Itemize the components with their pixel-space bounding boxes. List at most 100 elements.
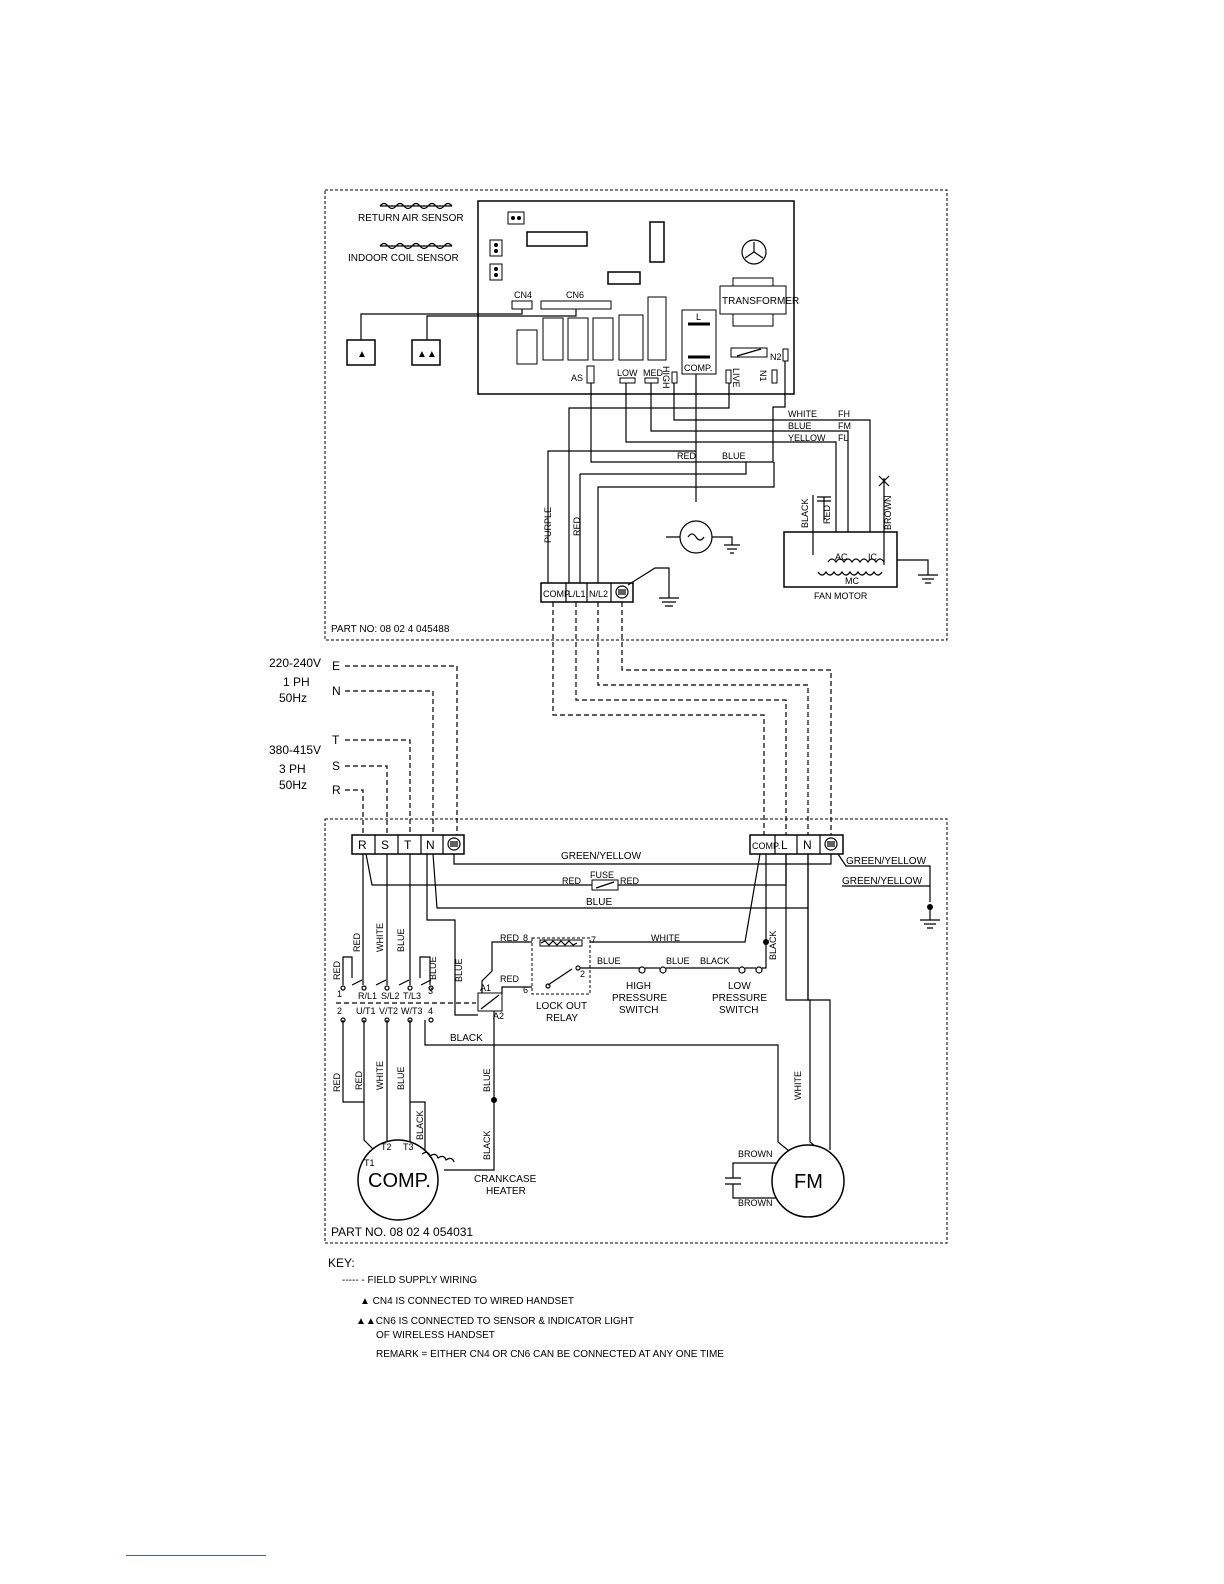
- lockout-2: 2: [580, 969, 585, 979]
- compressor-relay: [681, 309, 717, 375]
- indoor-part-no: PART NO: 08 02 4 045488: [331, 624, 450, 635]
- terminal-comp: COMP.: [752, 841, 780, 851]
- contactor-red-label-1: RED: [352, 932, 362, 952]
- cn4-connector: [511, 300, 533, 310]
- key-title: KEY:: [328, 1256, 355, 1270]
- indoor-red-vertical-label: RED: [572, 516, 582, 536]
- supply-s-label: S: [332, 759, 340, 773]
- green-yellow-label-3: GREEN/YELLOW: [842, 876, 923, 887]
- microcontroller-chip: [526, 231, 588, 247]
- terminal-r: R: [358, 838, 367, 852]
- indoor-red-label: RED: [677, 451, 697, 461]
- three-phase-label: 3 PH: [279, 762, 306, 776]
- coil-a1: A1: [480, 983, 491, 993]
- terminal-l: L: [781, 838, 788, 852]
- key-cn6: ▲▲CN6 IS CONNECTED TO SENSOR & INDICATOR…: [356, 1316, 634, 1327]
- legend-key: KEY: ----- - FIELD SUPPLY WIRING ▲ CN4 I…: [328, 1256, 724, 1360]
- sensor-connector-2: [489, 239, 503, 257]
- contact-r-l1: R/L1: [358, 991, 377, 1001]
- coil-blue-label: BLUE: [454, 958, 464, 982]
- contact4-black-label: BLACK: [450, 1033, 483, 1044]
- transformer-box: [719, 285, 787, 315]
- cn4-label: CN4: [514, 290, 532, 300]
- wire-white-label: WHITE: [788, 409, 817, 419]
- outdoor-fan-motor: [771, 1144, 845, 1218]
- compressor-t2: T2: [381, 1142, 392, 1152]
- contact-w-t3: W/T3: [401, 1006, 423, 1016]
- interconnect-earth: [621, 602, 832, 837]
- coil-a2: A2: [493, 1011, 504, 1021]
- fuse-label: FUSE: [590, 870, 614, 880]
- crankcase-label-1: CRANKCASE: [474, 1174, 537, 1185]
- contact-3: 3: [428, 986, 433, 996]
- lockout-relay-box: [531, 937, 591, 995]
- terminal-n: N: [426, 838, 435, 852]
- green-yellow-label-1: GREEN/YELLOW: [561, 851, 642, 862]
- compressor: [357, 1139, 439, 1221]
- lockout-6: 6: [523, 985, 528, 995]
- live-terminal: [725, 369, 732, 384]
- contact-4: 4: [428, 1006, 433, 1016]
- terminal-n2: N: [803, 838, 812, 852]
- earth-bond-wire: [453, 854, 832, 865]
- n2-label: N2: [770, 352, 782, 362]
- key-cn6-continued: OF WIRELESS HANDSET: [376, 1330, 495, 1341]
- crankcase-label-2: HEATER: [486, 1186, 526, 1197]
- outdoor-supply-terminal-block: [351, 834, 465, 855]
- relay-5: [618, 314, 644, 361]
- field-wire-t: [345, 739, 411, 837]
- outdoor-unit-boundary: [324, 818, 948, 1244]
- single-phase-frequency: 50Hz: [279, 691, 307, 705]
- contact-1: 1: [337, 989, 342, 999]
- contact-2: 2: [337, 1006, 342, 1016]
- live-label: LIVE: [731, 368, 741, 388]
- lockout-red-label-2: RED: [500, 974, 520, 984]
- indoor-term-l: L/L1: [568, 589, 586, 599]
- single-phase-label: 1 PH: [283, 675, 310, 689]
- a2-blue-label: BLUE: [482, 1068, 492, 1092]
- relay-comp-label: COMP.: [684, 363, 712, 373]
- contact-t-l3: T/L3: [403, 991, 421, 1001]
- contact-v-t2: V/T2: [379, 1006, 398, 1016]
- wire-yellow-label: YELLOW: [788, 433, 826, 443]
- lps-label-3: SWITCH: [719, 1005, 758, 1016]
- lps-black-label: BLACK: [700, 956, 730, 966]
- field-wire-s: [345, 765, 388, 837]
- fan-red-label: RED: [822, 504, 832, 524]
- fan-ground-icon: [897, 559, 938, 584]
- lockout-7: 7: [591, 935, 596, 945]
- fuse-red-left: RED: [562, 876, 582, 886]
- outdoor-earth-icon: [447, 837, 461, 851]
- three-phase-voltage: 380-415V: [269, 743, 321, 757]
- low-label: LOW: [617, 368, 638, 378]
- fm-white-label: WHITE: [793, 1071, 803, 1100]
- lockout-white-label: WHITE: [651, 933, 680, 943]
- outdoor-unit: R S T N COMP. L N GREEN/YELLOW GREEN/YEL…: [324, 818, 948, 1244]
- footer-divider: [126, 1555, 266, 1556]
- field-wire-n: [345, 690, 434, 837]
- n1-terminal: [771, 369, 778, 384]
- neutral-blue-label: BLUE: [586, 897, 612, 908]
- mc-label: MC: [845, 576, 859, 586]
- fh-label: FH: [838, 409, 850, 419]
- low-terminal: [619, 377, 636, 384]
- fan-brown-label: BROWN: [883, 496, 893, 531]
- indoor-coil-sensor: INDOOR COIL SENSOR: [348, 242, 459, 264]
- cn6-label: CN6: [566, 290, 584, 300]
- sensor-connector-3: [489, 263, 503, 281]
- fm-brown-label-1: BROWN: [738, 1149, 773, 1159]
- outdoor-fan-motor-label: FM: [794, 1171, 823, 1193]
- fuse-red-right: RED: [620, 876, 640, 886]
- contact-u-t1: U/T1: [356, 1006, 376, 1016]
- wired-handset-box: [346, 339, 376, 366]
- lockout-8: 8: [523, 933, 528, 943]
- wireless-handset-box: [411, 339, 441, 366]
- med-terminal: [644, 377, 659, 384]
- double-triangle: ▲▲: [417, 349, 437, 360]
- interconnect-comp: [552, 602, 765, 837]
- green-yellow-label-2: GREEN/YELLOW: [846, 856, 927, 867]
- fan-black-label: BLACK: [800, 498, 810, 528]
- supply-r-label: R: [332, 783, 341, 797]
- heater-black-label: BLACK: [482, 1130, 492, 1160]
- as-label: AS: [571, 373, 583, 383]
